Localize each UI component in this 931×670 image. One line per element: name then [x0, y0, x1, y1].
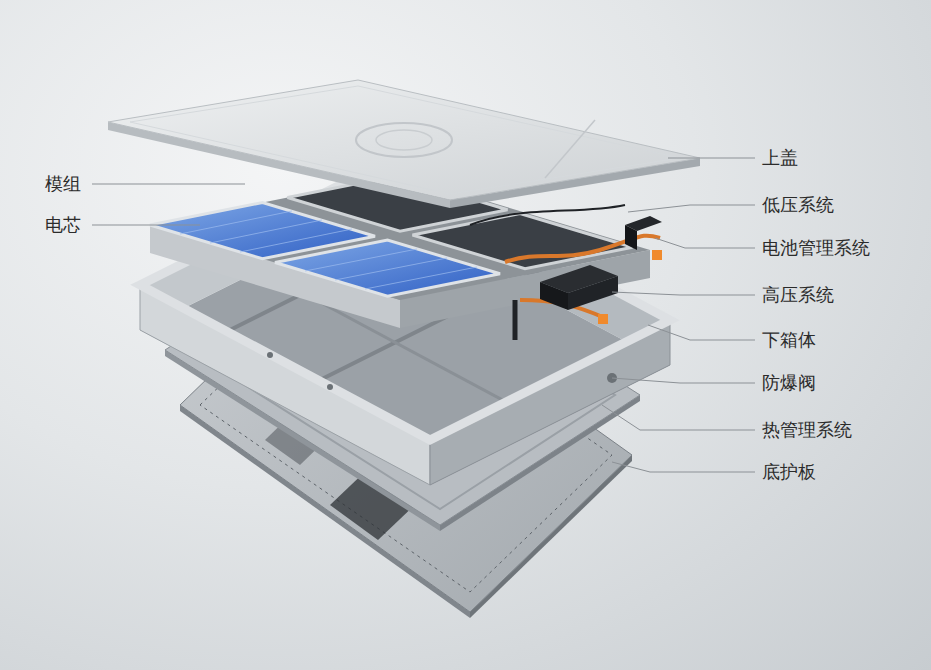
- part-label: 底护板: [762, 461, 816, 483]
- part-label: 防爆阀: [762, 372, 816, 394]
- modules: [150, 175, 662, 340]
- part-label: 电芯: [45, 214, 81, 236]
- part-label: 模组: [45, 173, 81, 195]
- top-lid: [108, 80, 700, 208]
- part-label: 电池管理系统: [762, 237, 870, 259]
- part-label: 高压系统: [762, 284, 834, 306]
- lower-box: [140, 165, 670, 485]
- leader-lines: [92, 158, 755, 472]
- part-label: 低压系统: [762, 194, 834, 216]
- part-label: 热管理系统: [762, 419, 852, 441]
- part-label: 上盖: [762, 147, 798, 169]
- part-label: 下箱体: [762, 329, 816, 351]
